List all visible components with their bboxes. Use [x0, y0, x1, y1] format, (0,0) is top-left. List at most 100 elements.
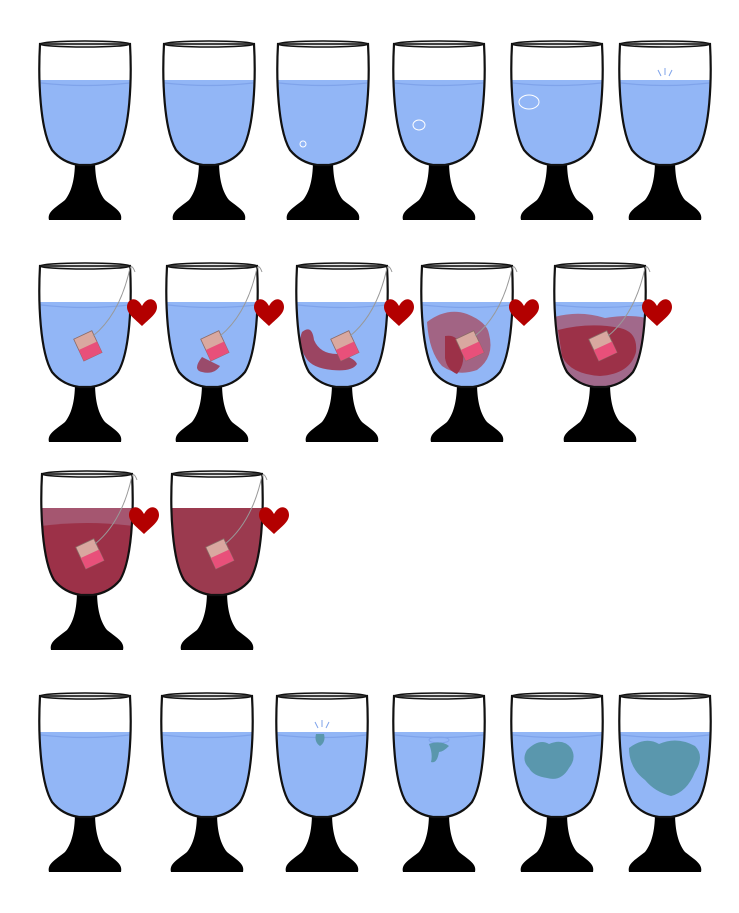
liquid	[511, 732, 603, 817]
goblet	[553, 262, 672, 442]
goblet	[165, 262, 284, 442]
goblet-stem	[563, 382, 637, 442]
teabag	[200, 330, 230, 362]
goblet-bowl	[276, 42, 370, 167]
goblet-rim	[511, 692, 603, 700]
goblet-stem	[628, 812, 702, 872]
goblet-rim	[163, 40, 255, 48]
teabag-leaves	[460, 341, 484, 361]
goblet	[275, 692, 369, 872]
goblet-bowl	[40, 472, 134, 597]
goblet-bowl	[553, 264, 647, 389]
dye-cloud	[315, 734, 325, 746]
goblet-rim	[296, 262, 388, 270]
goblet-stem	[402, 812, 476, 872]
water-surface	[620, 734, 710, 739]
goblet-bowl	[618, 42, 712, 167]
water-surface	[278, 82, 368, 87]
goblet-bowl	[392, 42, 486, 167]
teabag-leaves	[205, 341, 229, 361]
goblet-bowl	[420, 264, 514, 389]
teabag-string	[349, 266, 393, 337]
water	[619, 80, 711, 165]
goblet-stem	[172, 160, 246, 220]
liquid	[163, 80, 255, 165]
teabag-leaves	[593, 341, 617, 361]
water	[39, 80, 131, 165]
dye-cloud	[429, 742, 449, 763]
water-surface	[40, 82, 130, 87]
teabag-string	[94, 474, 138, 545]
goblet	[510, 692, 604, 872]
goblet	[38, 262, 157, 442]
heart-tag-icon	[509, 299, 539, 326]
goblet-stem	[285, 812, 359, 872]
water-surface	[394, 82, 484, 87]
goblet-stem	[305, 382, 379, 442]
water	[39, 732, 131, 817]
goblet-bowl	[275, 694, 369, 819]
goblet-rim	[554, 262, 646, 270]
liquid	[277, 80, 369, 165]
goblet-stem	[48, 160, 122, 220]
water-surface	[512, 734, 602, 739]
goblet-bowl	[38, 694, 132, 819]
goblet	[618, 40, 712, 220]
goblet-stem	[50, 590, 124, 650]
goblet-bowl	[392, 694, 486, 819]
goblet-stem	[48, 812, 122, 872]
goblet-rim	[421, 262, 513, 270]
liquid	[619, 732, 711, 817]
liquid	[161, 732, 253, 817]
goblet-rim	[166, 262, 258, 270]
water-surface	[40, 734, 130, 739]
liquid	[276, 732, 368, 817]
teabag	[75, 538, 105, 570]
goblet-rim	[39, 40, 131, 48]
water-surface	[162, 734, 252, 739]
goblet-rim	[393, 692, 485, 700]
goblet-bowl	[510, 42, 604, 167]
water-surface	[167, 304, 257, 309]
bubble	[299, 140, 307, 148]
dye-cloud	[524, 741, 574, 779]
heart-tag-icon	[129, 507, 159, 534]
heart-tag-icon	[254, 299, 284, 326]
heart-tag-icon	[127, 299, 157, 326]
teabag-string	[92, 266, 136, 337]
goblet-rim	[619, 692, 711, 700]
heart-tag-icon	[259, 507, 289, 534]
goblet	[392, 40, 486, 220]
goblet-rim	[41, 470, 133, 478]
water	[276, 732, 368, 817]
splash	[657, 68, 673, 77]
bubble	[412, 119, 426, 131]
goblet-bowl	[295, 264, 389, 389]
goblet-stem	[430, 382, 504, 442]
goblet-bowl	[162, 42, 256, 167]
goblet-bowl	[170, 472, 264, 597]
goblet-bowl	[510, 694, 604, 819]
liquid	[39, 732, 131, 817]
teabag-leaves	[80, 549, 104, 569]
teabag	[73, 330, 103, 362]
teabag-leaves	[78, 341, 102, 361]
water-surface	[620, 82, 710, 87]
water-surface	[40, 304, 130, 309]
goblet-rim	[276, 692, 368, 700]
goblet-rim	[171, 470, 263, 478]
teabag-string	[219, 266, 263, 337]
teabag	[455, 330, 485, 362]
goblet	[510, 40, 604, 220]
heart-tag-icon	[384, 299, 414, 326]
teabag	[205, 538, 235, 570]
goblet-rim	[277, 40, 369, 48]
goblet-bowl	[165, 264, 259, 389]
teabag-leaves	[210, 549, 234, 569]
goblet	[38, 692, 132, 872]
goblet	[392, 692, 486, 872]
goblet-stem	[175, 382, 249, 442]
teabag-leaves	[335, 341, 359, 361]
goblet	[420, 262, 539, 442]
dye-cloud	[629, 740, 700, 796]
